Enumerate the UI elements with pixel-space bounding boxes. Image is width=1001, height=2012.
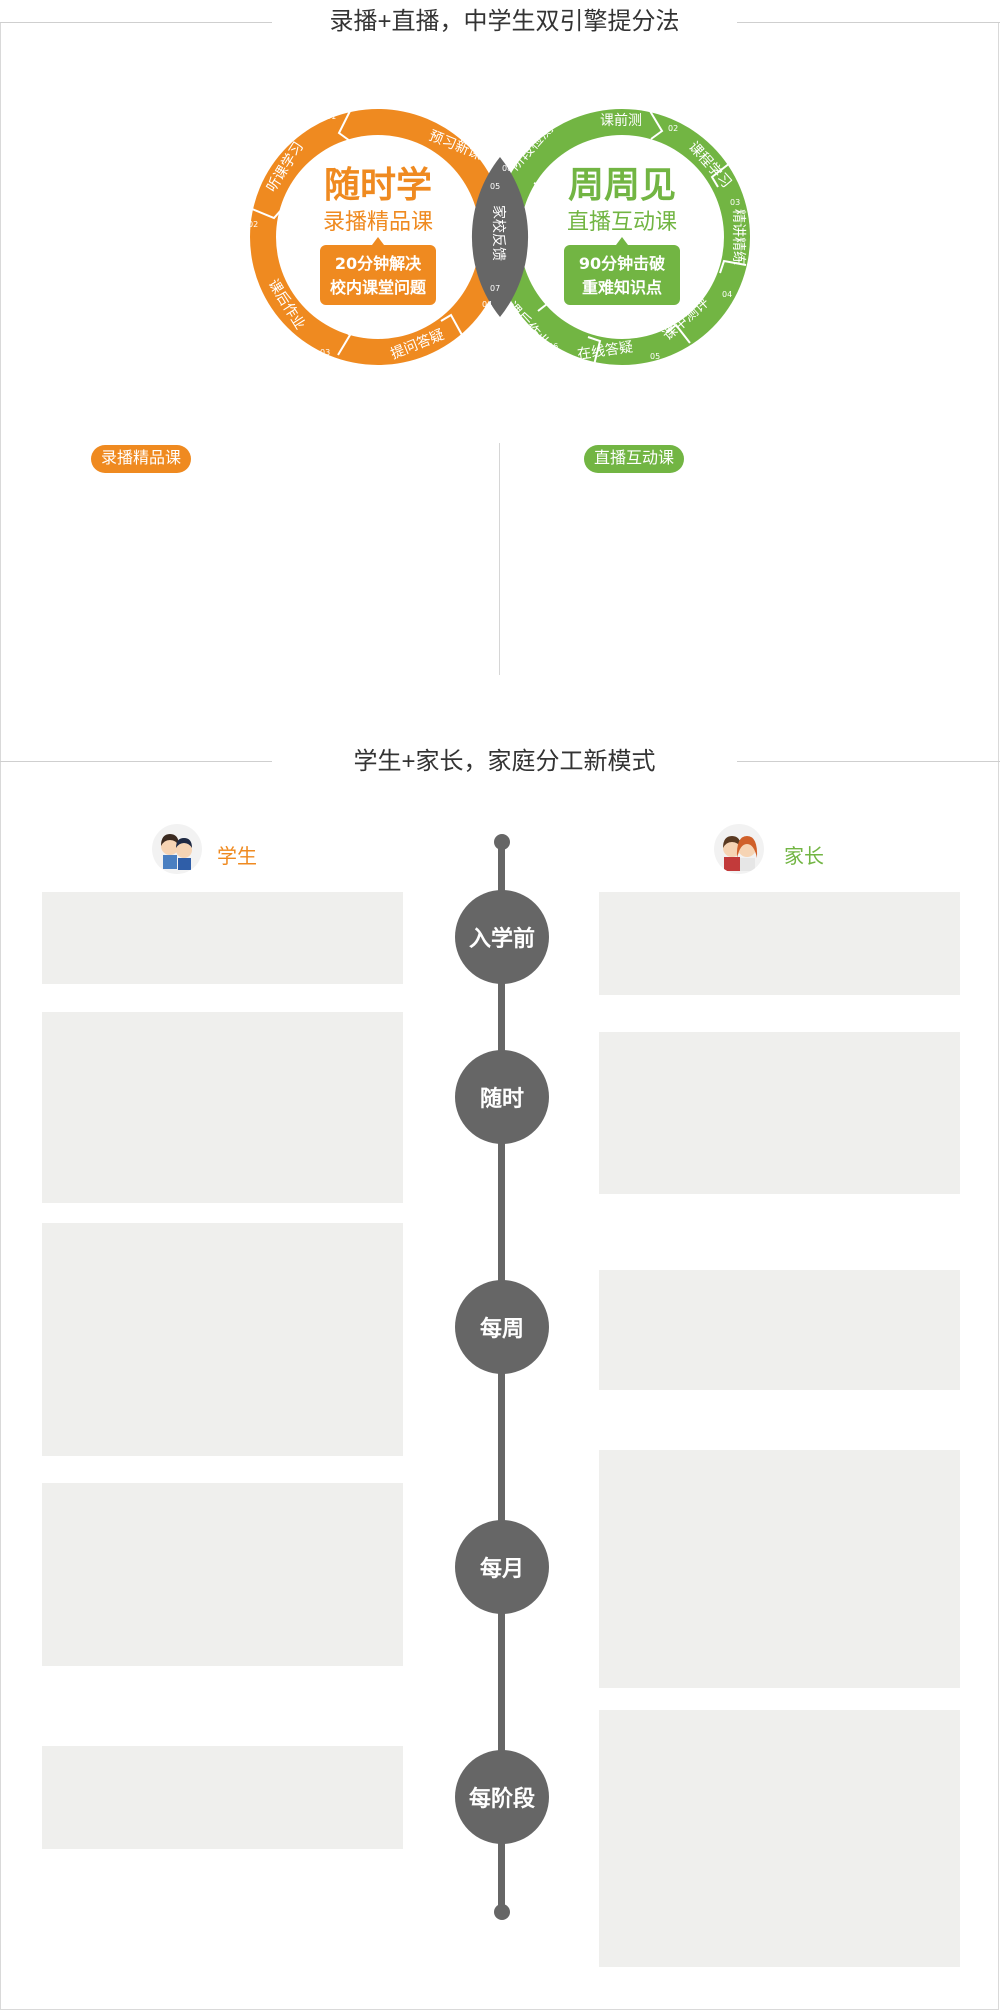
overlap-num-top: 05 — [490, 182, 500, 191]
section1-title: 录播+直播，中学生双引擎提分法 — [272, 0, 737, 44]
right-ring-title: 周周见 — [568, 165, 676, 206]
student-card — [42, 1746, 403, 1849]
column-separator — [499, 443, 500, 675]
left-step-num: 04 — [482, 300, 492, 309]
right-step-num: 02 — [668, 124, 678, 133]
timeline-start-dot — [494, 834, 510, 850]
right-step-num: 03 — [730, 198, 740, 207]
right-ring-subtitle: 直播互动课 — [567, 210, 677, 235]
left-callout-box — [320, 245, 436, 305]
parent-avatar-icon — [723, 836, 758, 871]
student-avatar — [152, 824, 202, 874]
right-ring-separators — [533, 110, 747, 366]
student-card — [42, 1223, 403, 1456]
left-step-num: 03 — [320, 348, 330, 357]
left-callout-pointer — [372, 237, 384, 245]
milestone-each-stage: 每阶段 — [455, 1750, 549, 1844]
right-step-num: 04 — [722, 290, 732, 299]
right-step-label: 精讲精练 — [730, 209, 746, 265]
milestone-weekly: 每周 — [455, 1280, 549, 1374]
left-step-num: 01 — [326, 112, 336, 121]
milestone-anytime: 随时 — [455, 1050, 549, 1144]
parent-role-label: 家长 — [784, 846, 824, 868]
timeline-axis — [498, 842, 505, 1913]
parent-card — [599, 892, 960, 995]
student-avatar-icon — [161, 834, 192, 870]
right-step-num: 05 — [650, 352, 660, 361]
student-card — [42, 892, 403, 984]
section1-divider-left — [0, 22, 272, 23]
student-card — [42, 1012, 403, 1203]
parent-card — [599, 1032, 960, 1194]
parent-card — [599, 1270, 960, 1390]
right-step-num: 08 — [502, 164, 512, 173]
overlap-num-bottom: 07 — [490, 284, 500, 293]
section2-title: 学生+家长，家庭分工新模式 — [272, 740, 737, 784]
right-step-label: 课前测 — [600, 112, 642, 129]
parent-avatar — [714, 824, 764, 874]
dual-engine-diagram: 预习新课 听课学习 课后作业 提问答疑 01 02 03 04 随时学 录播精品… — [248, 109, 750, 366]
left-callout-line2: 校内课堂问题 — [330, 278, 427, 297]
student-card — [42, 1483, 403, 1666]
right-callout-pointer — [616, 237, 628, 245]
right-step-num: 06 — [548, 342, 558, 351]
parent-card — [599, 1710, 960, 1967]
student-role-label: 学生 — [217, 846, 257, 868]
left-ring-separators — [251, 110, 463, 356]
right-callout-line2: 重难知识点 — [582, 278, 662, 297]
right-callout-line1: 90分钟击破 — [579, 254, 665, 273]
left-ring-subtitle: 录播精品课 — [323, 210, 433, 235]
section2-divider-left — [0, 761, 272, 762]
timeline-end-dot — [494, 1904, 510, 1920]
parent-card — [599, 1450, 960, 1688]
overlap-label: 家校反馈 — [490, 205, 507, 261]
pill-recorded-courses[interactable]: 录播精品课 — [91, 445, 192, 473]
left-step-num: 02 — [248, 220, 258, 229]
left-callout-line1: 20分钟解决 — [335, 254, 422, 273]
milestone-before-enrollment: 入学前 — [455, 890, 549, 984]
section1-divider-right — [737, 22, 1000, 23]
section2-divider-right — [737, 761, 1000, 762]
overlap-lens — [471, 157, 529, 317]
pill-live-courses[interactable]: 直播互动课 — [584, 445, 685, 473]
left-ring-title: 随时学 — [324, 164, 432, 206]
right-callout-box — [564, 245, 680, 305]
milestone-monthly: 每月 — [455, 1520, 549, 1614]
